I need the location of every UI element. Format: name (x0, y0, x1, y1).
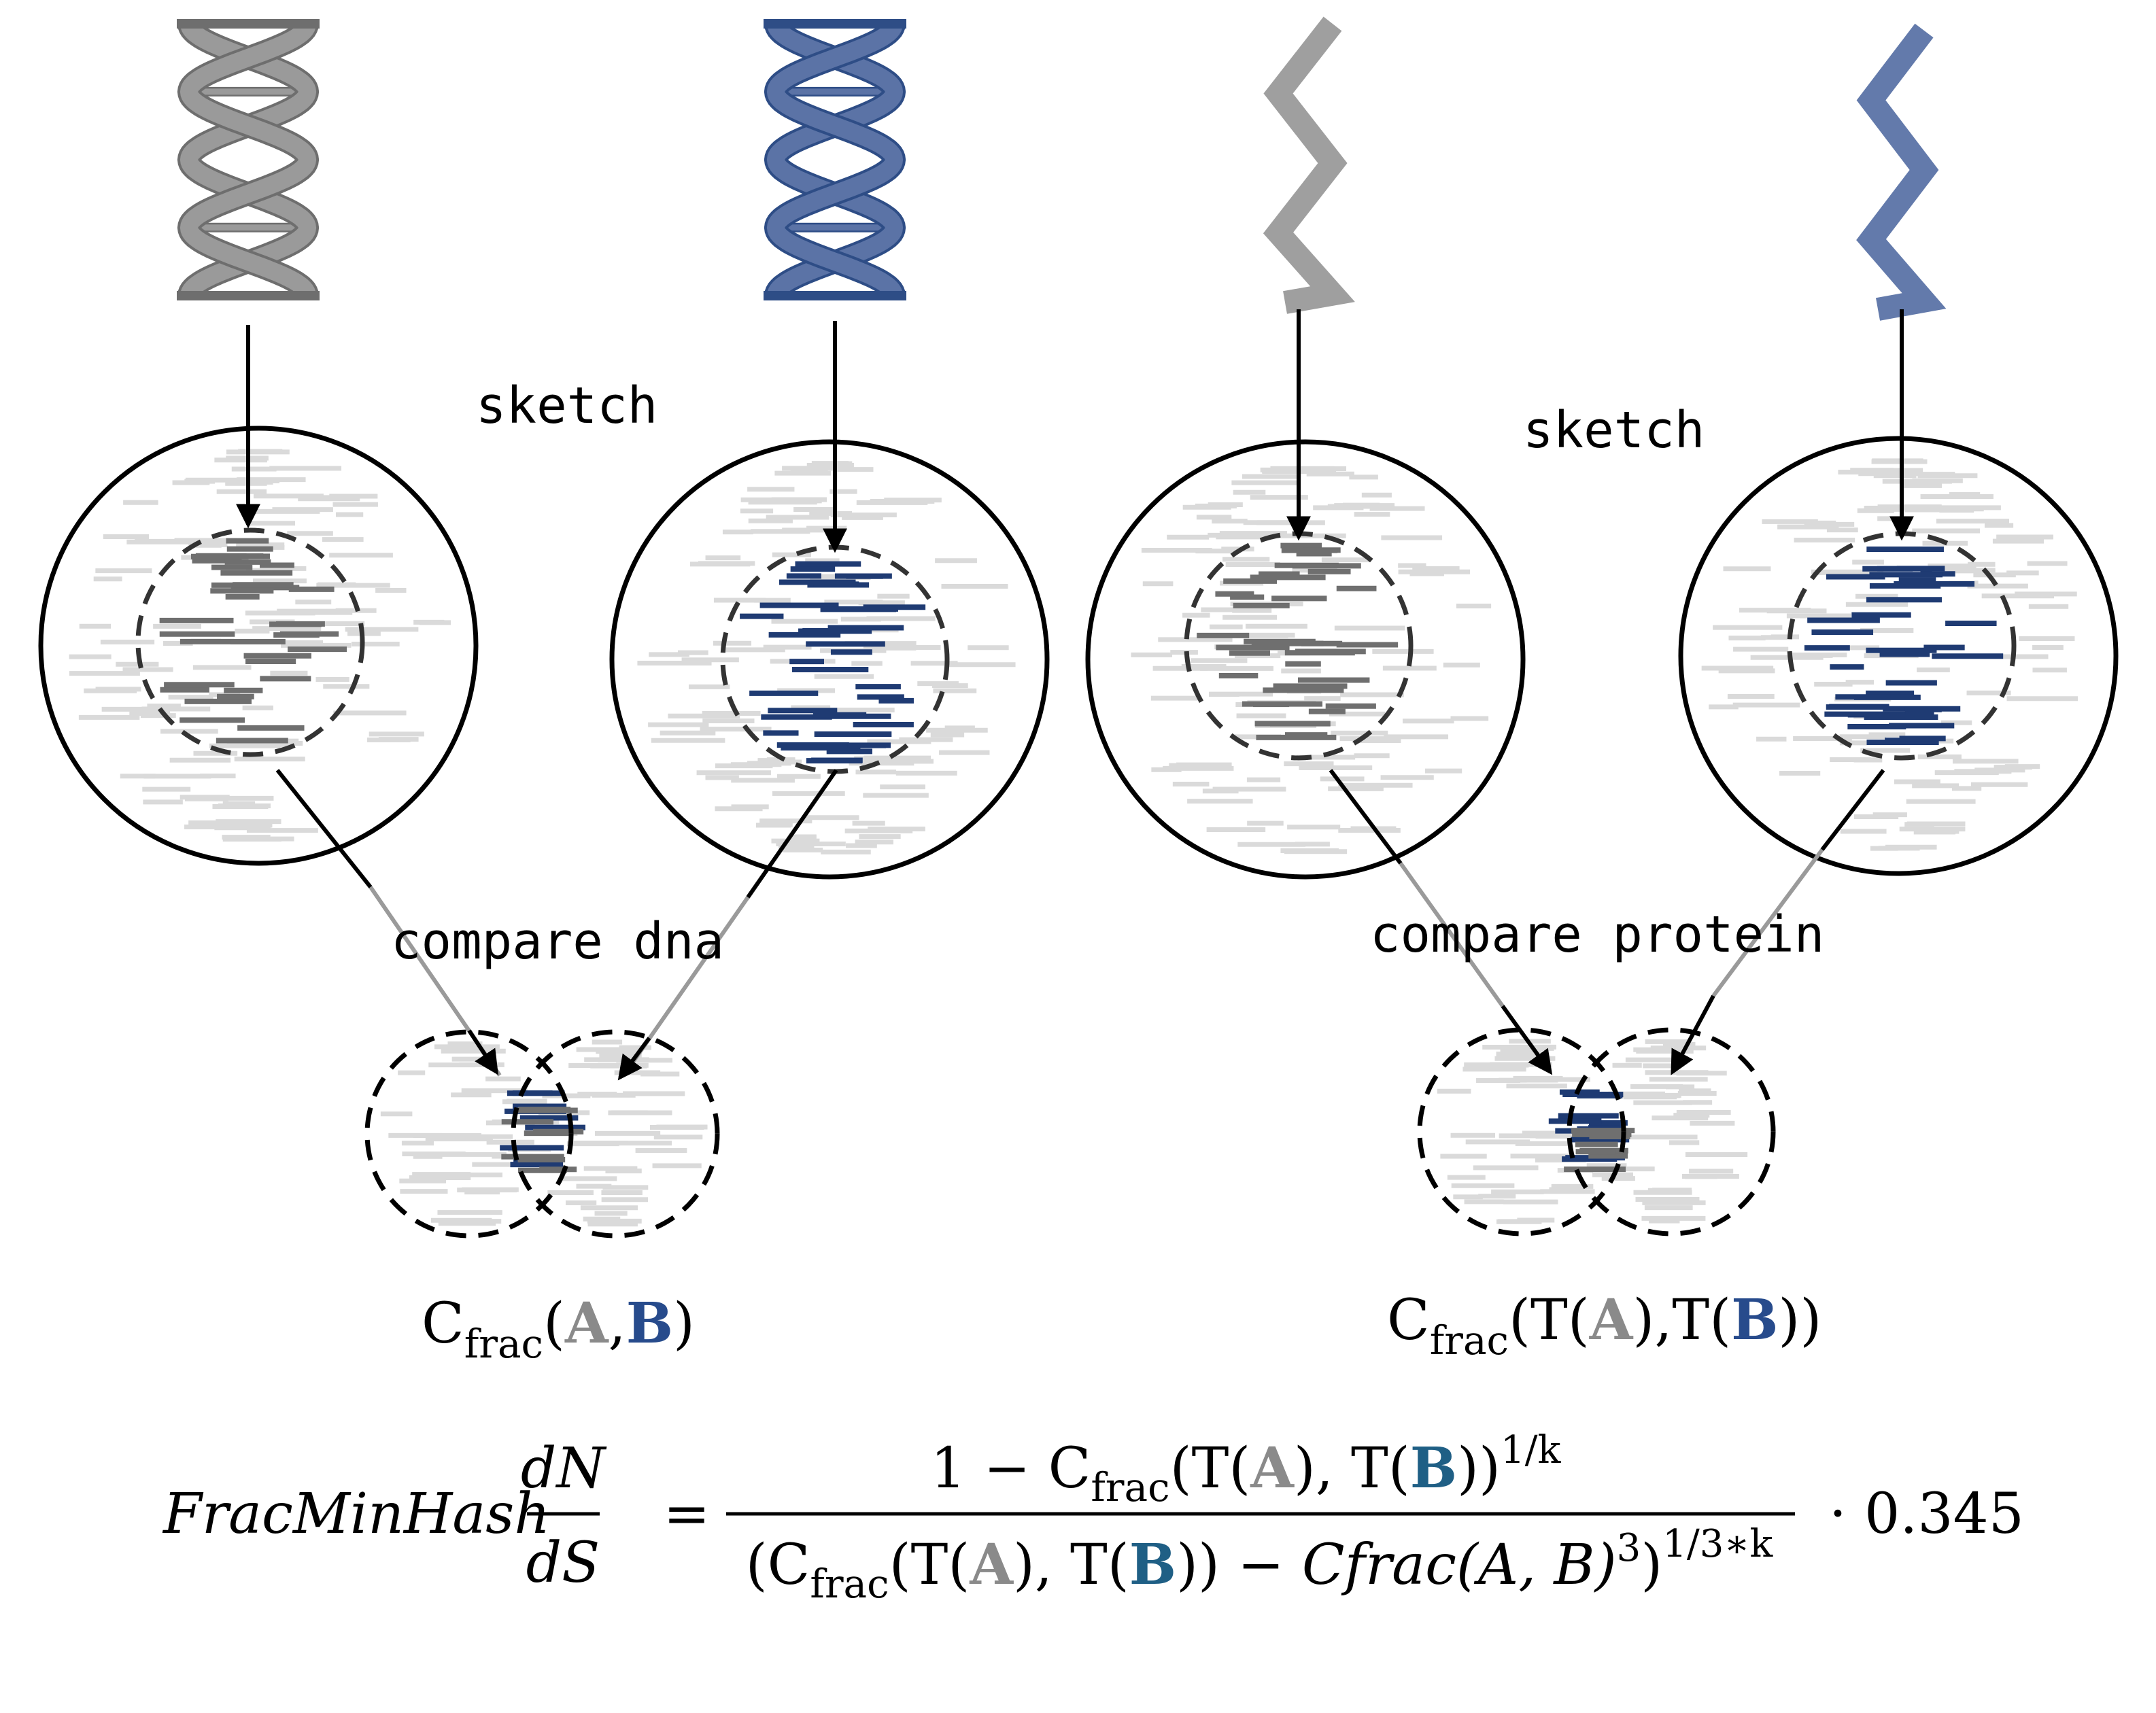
scaling-factor: · 0.345 (1829, 1482, 2024, 1546)
num-one-minus: 1 − (931, 1436, 1048, 1501)
den-args: (A, B) (1456, 1533, 1617, 1597)
num-exponent: 1/k (1501, 1428, 1561, 1472)
den-close-minus: )) − (1176, 1533, 1302, 1597)
protein-blue-icon (1856, 23, 1947, 321)
sketch-boundary (38, 426, 479, 866)
helix-strand (179, 22, 317, 297)
translate-close: )) (1778, 1288, 1821, 1353)
num-c: C (1048, 1436, 1091, 1501)
den-cube: 3 (1617, 1526, 1641, 1570)
close-paren: ) (673, 1292, 695, 1356)
sketch-circle-protein-a (1085, 439, 1526, 880)
den-frac-sub: frac (810, 1561, 889, 1607)
venn-circle-b (1567, 1027, 1776, 1236)
dna-containment-label: Cfrac(A,B) (422, 1291, 695, 1367)
venn-circle-a (364, 1029, 574, 1239)
den-t-mid: ), T( (1013, 1533, 1129, 1597)
sketch-label-left: sketch (476, 377, 657, 435)
protein-gray-icon (1263, 16, 1355, 314)
dn-numerator: dN (521, 1436, 607, 1501)
fracminhash-formula: FracMinHash dN dS = 1 − Cfrac(T(A), T(B)… (162, 1428, 2024, 1607)
sketch-circle-dna-a (38, 426, 479, 866)
sketch-boundary (1085, 439, 1526, 880)
den-end: ) (1641, 1533, 1662, 1597)
sketch-label-right: sketch (1523, 401, 1705, 460)
num-b: B (1410, 1436, 1457, 1501)
protein-chain (1856, 23, 1947, 321)
dna-blue-icon (764, 19, 906, 300)
den-a: A (969, 1532, 1014, 1597)
venn-circle-b (511, 1029, 720, 1239)
formula-name: FracMinHash (162, 1482, 550, 1546)
den-b: B (1129, 1532, 1176, 1597)
sequence-b: B (626, 1291, 673, 1356)
num-a: A (1250, 1436, 1295, 1501)
num-close: )) (1457, 1436, 1501, 1501)
num-t-mid: ), T( (1294, 1436, 1410, 1501)
sketch-circle-dna-b (609, 439, 1050, 880)
arrow-dna-a-compare (275, 769, 502, 1077)
den-cfrac: Cfrac (1302, 1533, 1456, 1597)
sequence-a: A (1589, 1287, 1634, 1353)
equals-sign: = (664, 1482, 711, 1546)
protein-containment-label: Cfrac(T(A),T(B)) (1387, 1287, 1821, 1364)
protein-chain (1263, 16, 1355, 314)
dna-gray-icon (177, 19, 320, 300)
c-symbol: C (1387, 1288, 1430, 1353)
sketch-boundary (1678, 436, 2119, 876)
formula-numerator: 1 − Cfrac(T(A), T(B))1/k (931, 1428, 1562, 1510)
subsample-boundary (135, 527, 365, 757)
sketch-circle-protein-b (1678, 436, 2119, 876)
arrow-dna-b-compare (617, 769, 838, 1081)
den-open-c: (C (746, 1533, 810, 1597)
open-paren: ( (543, 1292, 565, 1356)
arrow-protein-b-compare (1671, 769, 1885, 1075)
num-frac-sub: frac (1091, 1464, 1169, 1510)
sequence-b: B (1731, 1287, 1778, 1353)
compare-protein-label: compare protein (1370, 905, 1824, 964)
translate-open: (T( (1509, 1288, 1590, 1353)
helix-strand (766, 22, 904, 297)
den-exponent: 1/3∗k (1662, 1522, 1773, 1566)
translate-mid: ),T( (1632, 1288, 1731, 1353)
arrow-protein-a-compare (1329, 769, 1553, 1075)
ds-denominator: dS (526, 1531, 600, 1595)
c-symbol: C (422, 1292, 464, 1356)
helix-strand (766, 22, 904, 297)
helix-strand (179, 22, 317, 297)
compare-venn-protein (1417, 1027, 1776, 1236)
arrows (236, 309, 1914, 1081)
compare-dna-label: compare dna (391, 912, 724, 971)
comma: , (609, 1292, 626, 1356)
venn-circle-a (1417, 1027, 1626, 1236)
num-t-open: (T( (1170, 1436, 1251, 1501)
frac-subscript: frac (1430, 1317, 1509, 1364)
sketch-boundary (609, 439, 1050, 880)
formula-denominator: (Cfrac(T(A), T(B)) − Cfrac(A, B)3)1/3∗k (746, 1522, 1774, 1607)
den-t-open: (T( (889, 1533, 970, 1597)
sequence-a: A (564, 1291, 609, 1356)
frac-subscript: frac (464, 1321, 543, 1367)
compare-venn-dna (364, 1029, 720, 1239)
